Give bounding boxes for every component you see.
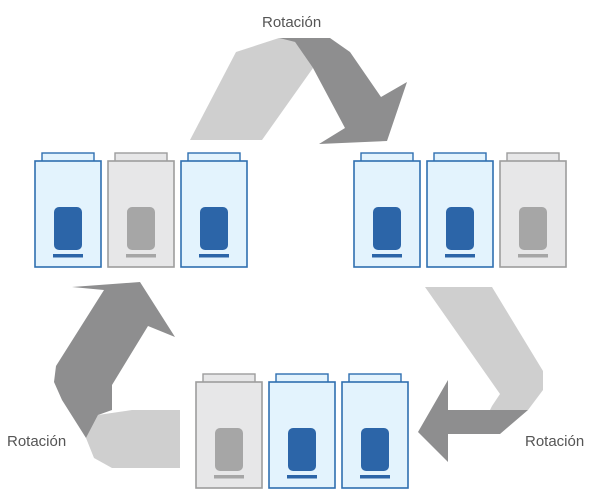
arrow-top-head — [279, 38, 407, 144]
unit-group-right — [353, 152, 567, 268]
rotation-label-top: Rotación — [262, 14, 321, 31]
arrow-top-tail — [190, 38, 313, 140]
arrow-left-tail — [86, 410, 180, 468]
unit-module-active — [180, 152, 248, 268]
unit-module-active — [341, 373, 409, 489]
unit-base-line — [199, 254, 229, 258]
unit-module-standby — [499, 152, 567, 268]
unit-base-line — [214, 475, 244, 479]
unit-base-line — [287, 475, 317, 479]
unit-canister — [288, 428, 316, 471]
unit-base-line — [53, 254, 83, 258]
unit-base-line — [518, 254, 548, 258]
rotation-label-right: Rotación — [525, 433, 584, 450]
arrow-right-tail — [425, 287, 543, 410]
unit-canister — [215, 428, 243, 471]
rotation-arrow-top — [190, 38, 407, 144]
unit-module-standby — [107, 152, 175, 268]
unit-base-line — [126, 254, 156, 258]
rotation-arrow-left — [54, 282, 180, 468]
unit-group-bottom — [195, 373, 409, 489]
unit-canister — [519, 207, 547, 250]
unit-canister — [361, 428, 389, 471]
unit-canister — [373, 207, 401, 250]
unit-group-left — [34, 152, 248, 268]
unit-canister — [446, 207, 474, 250]
unit-base-line — [360, 475, 390, 479]
unit-base-line — [445, 254, 475, 258]
unit-module-active — [268, 373, 336, 489]
unit-base-line — [372, 254, 402, 258]
unit-module-standby — [195, 373, 263, 489]
rotation-arrow-right — [418, 287, 543, 462]
arrow-right-head — [418, 380, 528, 462]
unit-module-active — [353, 152, 421, 268]
unit-canister — [127, 207, 155, 250]
unit-module-active — [426, 152, 494, 268]
unit-module-active — [34, 152, 102, 268]
rotation-label-left: Rotación — [7, 433, 66, 450]
unit-canister — [200, 207, 228, 250]
unit-canister — [54, 207, 82, 250]
arrow-left-head — [54, 282, 175, 438]
